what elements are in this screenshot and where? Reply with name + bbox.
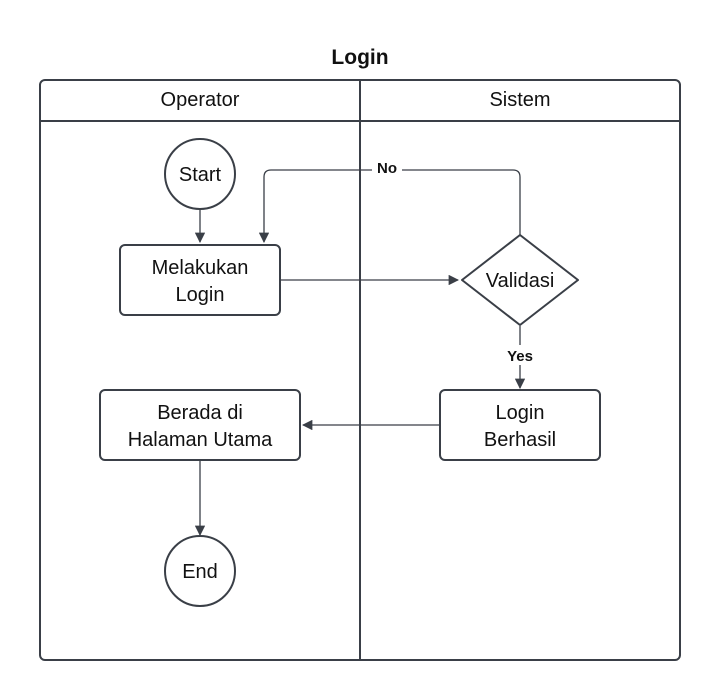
start-node [164,138,236,210]
edge-label-yes: Yes [507,348,533,365]
login-success-node [439,389,601,461]
lane-header-sistem: Sistem [489,89,550,111]
diagram-title: Login [331,46,388,69]
start-node-label: Start [179,164,222,186]
login-action-label-line2: Login [176,284,225,306]
validate-decision-label: Validasi [486,270,555,292]
edge-label-bg [502,345,538,365]
main-page-label-line1: Berada di [157,402,243,424]
lane-header-operator: Operator [161,89,240,111]
login-action-node [119,244,281,316]
end-node [164,535,236,607]
main-page-label-line2: Halaman Utama [128,429,273,451]
login-success-label-line2: Berhasil [484,429,556,451]
login-success-label-line1: Login [496,402,545,424]
main-page-node [99,389,301,461]
edge-label-bg [372,158,402,178]
edge-label-no: No [377,160,397,177]
end-node-label: End [182,561,218,583]
validate-decision-node [461,234,579,326]
login-action-label-line1: Melakukan [152,257,249,279]
